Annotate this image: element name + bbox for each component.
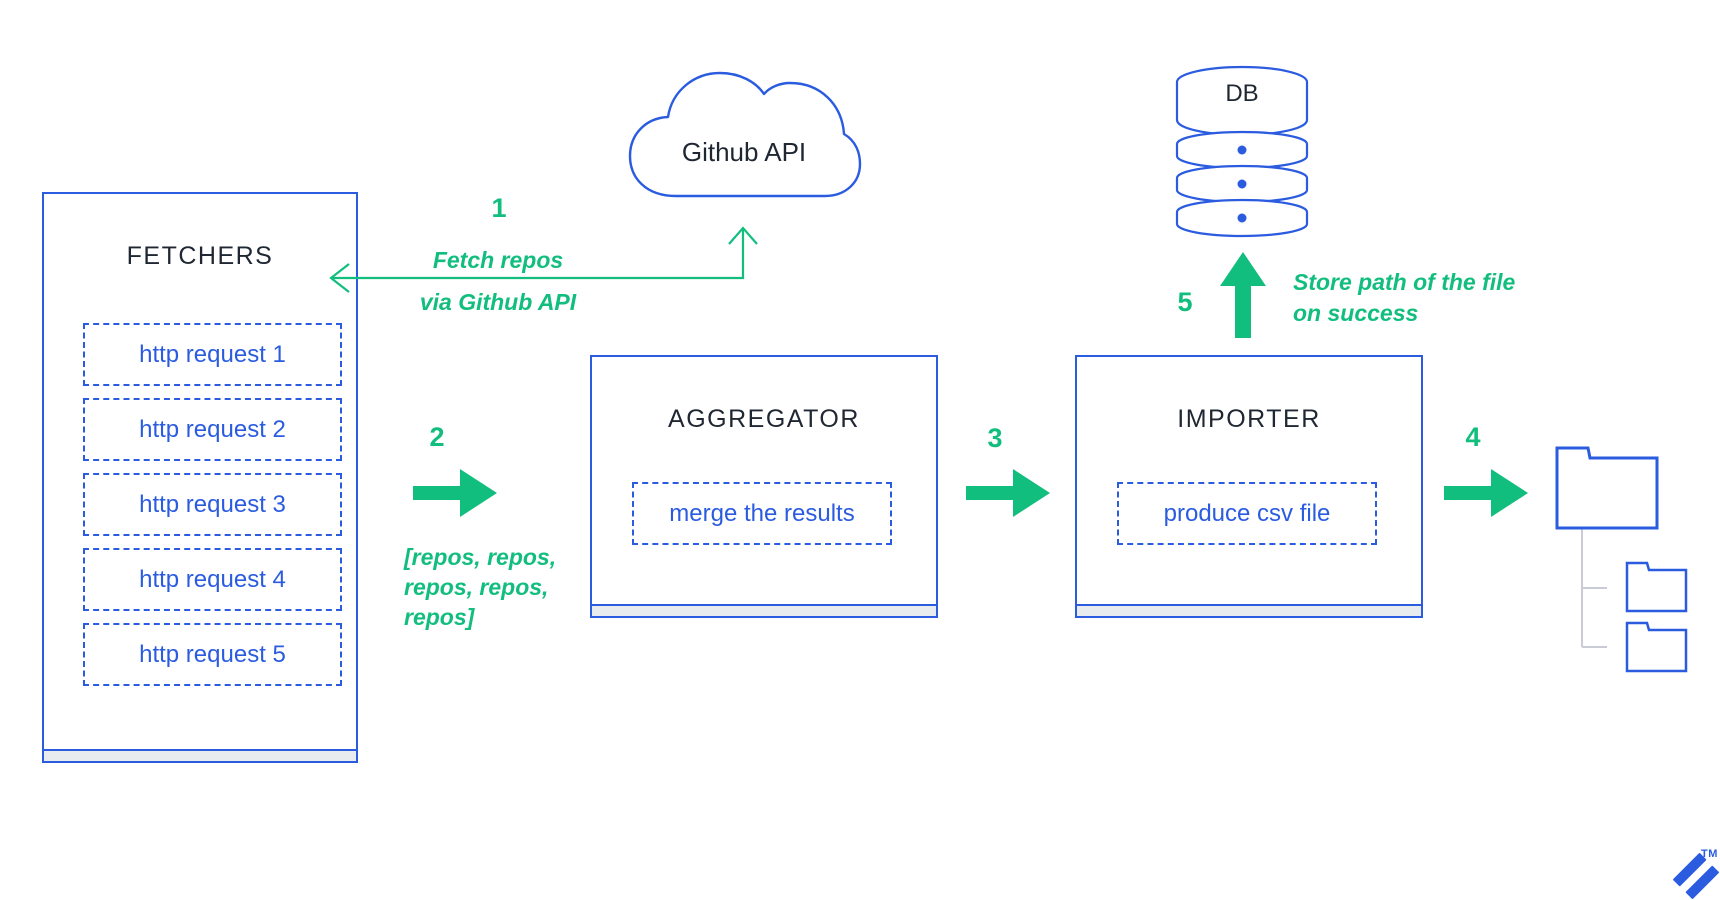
merge-results-box: merge the results — [632, 482, 892, 545]
toptal-logo-icon — [1673, 853, 1719, 899]
folder-icon — [1555, 446, 1659, 530]
fetchers-title: FETCHERS — [126, 242, 274, 270]
aggregator-title: AGGREGATOR — [668, 405, 860, 433]
step-5-arrow-icon — [1220, 252, 1266, 338]
step-3-number: 3 — [987, 423, 1003, 453]
trademark-label: TM — [1701, 848, 1718, 860]
http-request-5-box: http request 5 — [83, 623, 342, 686]
step-1-number: 1 — [491, 193, 507, 223]
importer-title: IMPORTER — [1177, 405, 1321, 433]
importer-panel-footer — [1077, 604, 1421, 616]
step-5-label-line1: Store path of the file — [1293, 269, 1516, 295]
importer-panel: IMPORTER produce csv file — [1075, 355, 1423, 618]
step-2-label-line3: repos] — [404, 604, 475, 630]
step-2-arrow-icon — [413, 469, 497, 517]
step-3-arrow-icon — [966, 469, 1050, 517]
http-request-2-box: http request 2 — [83, 398, 342, 461]
step-1-label-line2: via Github API — [419, 289, 577, 315]
step-2-number: 2 — [429, 422, 445, 452]
fetchers-panel: FETCHERS http request 1 http request 2 h… — [42, 192, 358, 763]
aggregator-panel-footer — [592, 604, 936, 616]
folder-connector-lines — [1581, 528, 1607, 648]
step-4-arrow-icon — [1444, 469, 1528, 517]
http-request-4-box: http request 4 — [83, 548, 342, 611]
http-request-3-box: http request 3 — [83, 473, 342, 536]
db-label: DB — [1225, 80, 1259, 107]
folder-tree — [1555, 446, 1688, 673]
database-icon — [1175, 65, 1309, 238]
step-1-label-line1: Fetch repos — [432, 247, 564, 273]
step-2-label-line1: [repos, repos, — [404, 544, 557, 570]
step-5-label: Store path of the file on success — [1293, 267, 1573, 329]
produce-csv-box: produce csv file — [1117, 482, 1377, 545]
subfolder-icon-1 — [1625, 561, 1688, 613]
step-2-label-line2: repos, repos, — [404, 574, 549, 600]
http-request-1-box: http request 1 — [83, 323, 342, 386]
fetchers-panel-footer — [44, 749, 356, 761]
step-2-label: [repos, repos, repos, repos, repos] — [404, 542, 584, 632]
cloud-label: Github API — [681, 136, 807, 167]
cloud-icon — [628, 71, 862, 198]
subfolder-icon-2 — [1625, 621, 1688, 673]
step-5-number: 5 — [1177, 287, 1193, 317]
aggregator-panel: AGGREGATOR merge the results — [590, 355, 938, 618]
step-1-arrow-icon — [329, 226, 758, 293]
step-4-number: 4 — [1465, 422, 1481, 452]
step-5-label-line2: on success — [1293, 300, 1419, 326]
